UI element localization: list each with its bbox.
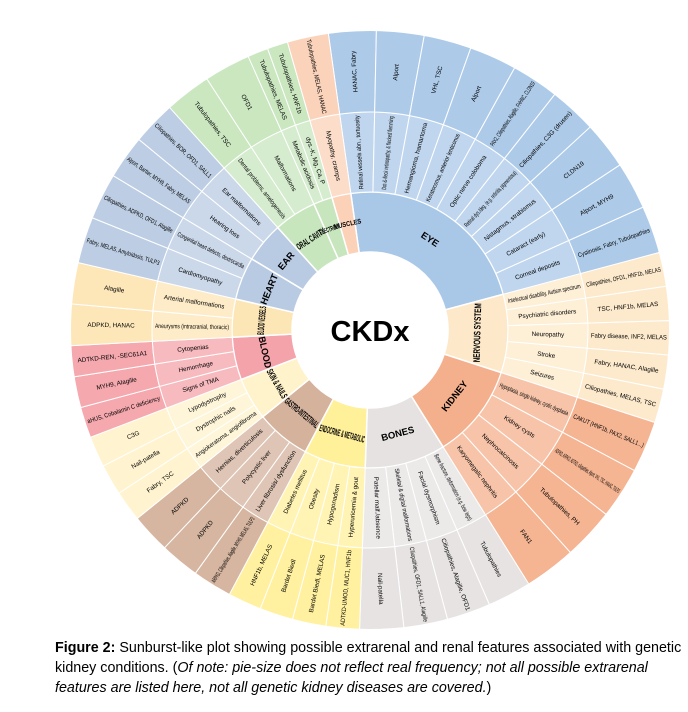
feature-label-bones: Patellar malf./absence xyxy=(372,477,381,540)
feature-label-nervous-system: Neuropathy xyxy=(532,331,566,339)
center-circle xyxy=(291,251,449,409)
feature-label-nervous-system: Stroke xyxy=(537,351,556,361)
caption-note: Of note: pie-size does not reflect real … xyxy=(55,660,648,696)
sector-label-nervous-system: NERVOUS SYSTEM xyxy=(472,303,485,362)
outer-rim xyxy=(69,29,671,631)
gene-label-blood-vessels: ADPKD, HANAC xyxy=(87,322,135,330)
gene-label-nervous-system: Fabry disease, INF2, MELAS xyxy=(591,332,667,341)
gene-label-blood-vessels: Alagille xyxy=(104,285,126,295)
gene-label-eye: HANAC, Fabry xyxy=(350,50,359,93)
feature-label-blood: Cytopenias xyxy=(177,344,209,354)
feature-label-eye: Retinal vessels abn., tortuosity xyxy=(354,114,365,189)
caption-lead: Figure 2: xyxy=(55,640,116,656)
sector-label-blood-vessels: BLOOD VESSELS xyxy=(256,306,269,336)
caption-text: Sunburst-like plot showing possible extr… xyxy=(55,640,682,676)
gene-label-eye: Alport xyxy=(392,64,401,81)
diagram-title: CKDx xyxy=(331,316,410,348)
caption-close: ) xyxy=(486,680,492,696)
feature-label-blood-vessels: Aneurysms (intracranial, thoracic) xyxy=(155,323,229,331)
gene-label-bones: Nail-patella xyxy=(376,573,384,605)
figure-caption: Figure 2: Sunburst-like plot showing pos… xyxy=(55,638,683,698)
gene-label-skin-and-nails: C3G xyxy=(126,430,141,442)
